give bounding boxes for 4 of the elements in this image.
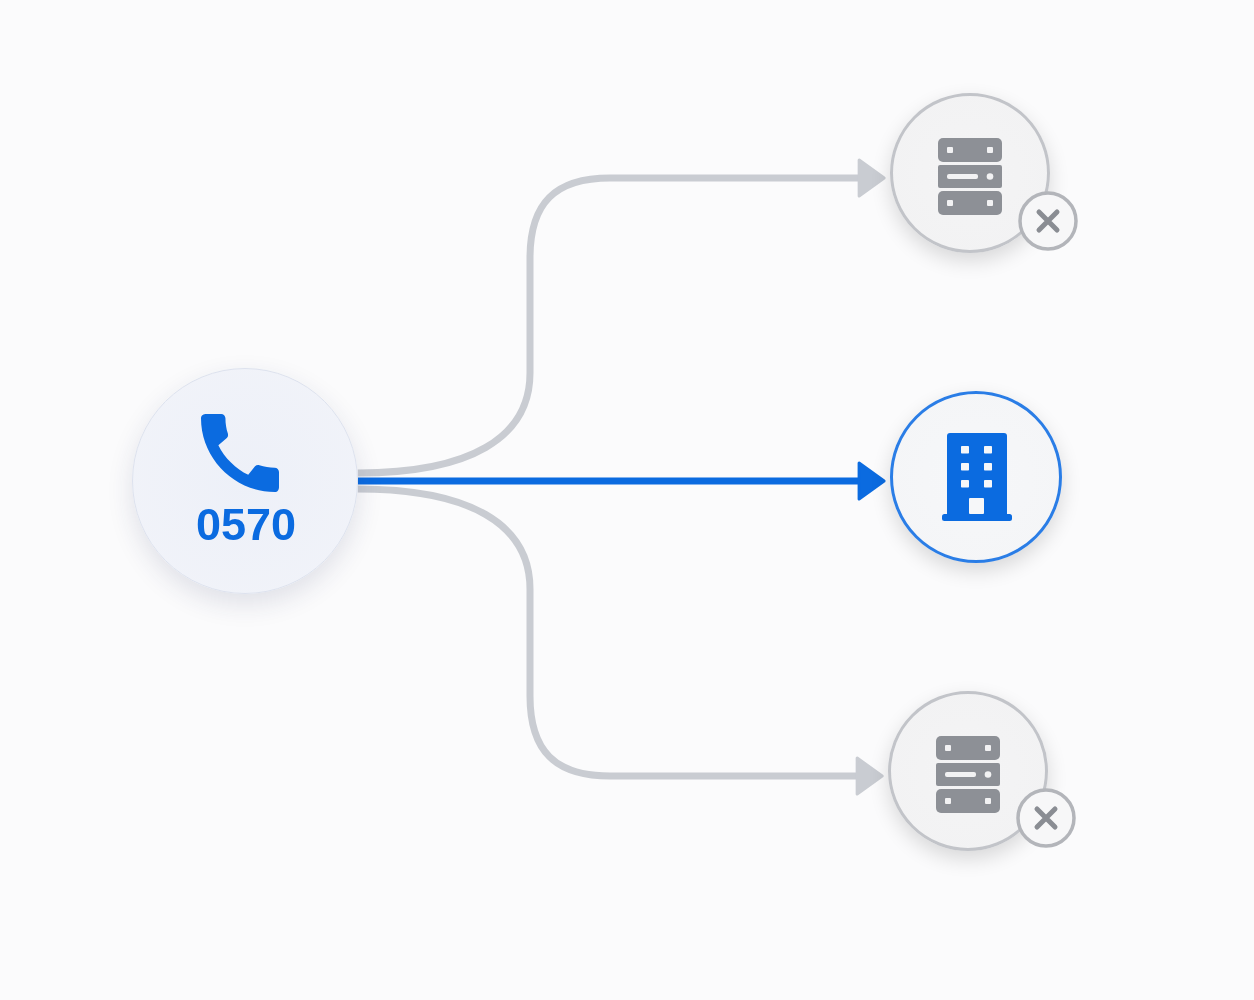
phone-number-text: 0570: [195, 499, 297, 551]
arrow: [357, 485, 884, 796]
arrow: [357, 158, 886, 477]
arrow: [358, 461, 886, 501]
